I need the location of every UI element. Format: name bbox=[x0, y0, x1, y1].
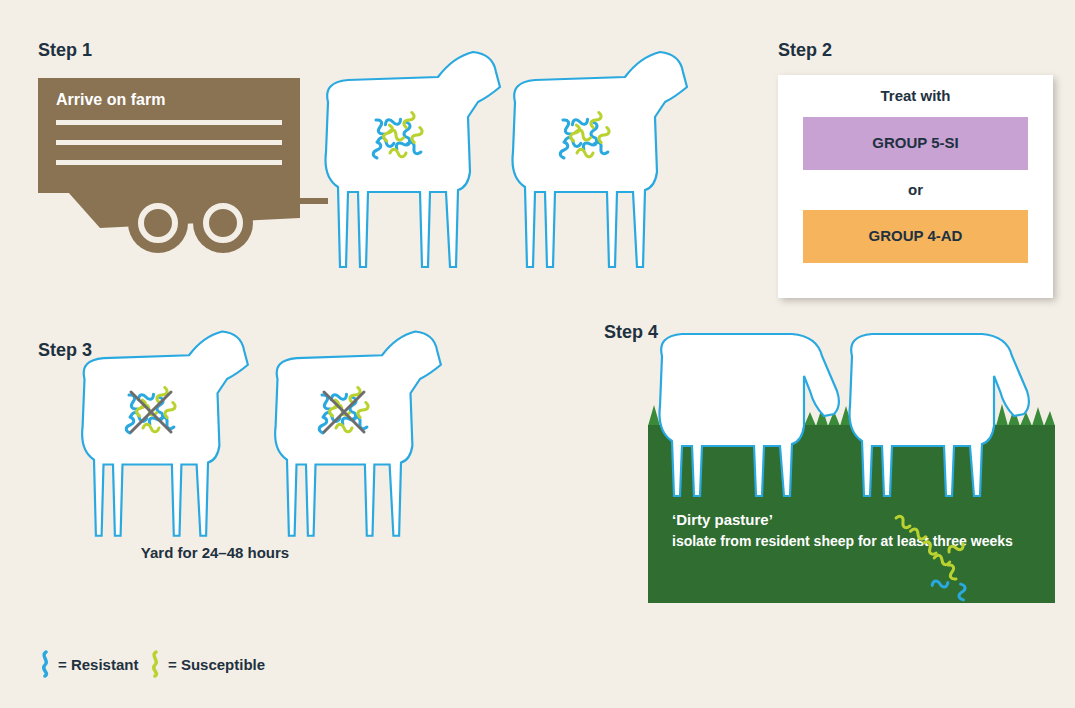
susceptible-worm bbox=[909, 528, 927, 541]
susceptible-worm bbox=[933, 554, 950, 565]
trailer: Arrive on farm bbox=[38, 78, 330, 258]
sheep bbox=[513, 52, 688, 267]
worm-cluster bbox=[126, 386, 177, 433]
worm-cluster bbox=[560, 111, 611, 158]
node-text: GROUP 4-AD bbox=[803, 227, 1028, 246]
node-text: or bbox=[778, 181, 1053, 200]
wheel bbox=[193, 193, 253, 253]
grazing-sheep bbox=[660, 334, 839, 496]
sheep-group bbox=[82, 332, 248, 536]
wheel-rim bbox=[141, 206, 175, 240]
susceptible-worm bbox=[947, 541, 965, 555]
pasture-field: ‘Dirty pasture’ isolate from resident she… bbox=[648, 425, 1055, 603]
node-text: isolate from resident sheep for at least… bbox=[672, 533, 1050, 551]
wheel bbox=[128, 193, 188, 253]
step-note: Yard for 24–48 hours bbox=[105, 544, 325, 562]
worm-cluster bbox=[319, 386, 370, 433]
grazing-sheep bbox=[850, 334, 1029, 496]
legend-swatch bbox=[38, 650, 52, 678]
treatment-box: GROUP 4-AD bbox=[803, 210, 1028, 263]
legend-worm bbox=[44, 652, 47, 676]
cross-line bbox=[324, 392, 364, 432]
sheep bbox=[275, 332, 441, 536]
worm-cluster bbox=[373, 111, 424, 158]
step-heading: Step 3 bbox=[38, 340, 92, 362]
susceptible-worm bbox=[945, 563, 959, 581]
susceptible-worm bbox=[921, 540, 938, 556]
resistant-worm bbox=[931, 579, 948, 589]
sheep bbox=[82, 332, 248, 536]
trailer-body bbox=[38, 78, 300, 193]
node-text: Treat with bbox=[778, 87, 1053, 106]
legend-text: = Susceptible bbox=[168, 656, 265, 673]
trailer-slat bbox=[56, 140, 282, 145]
cross-line bbox=[131, 392, 171, 432]
node-text: Arrive on farm bbox=[56, 90, 296, 110]
sheep-group bbox=[275, 332, 441, 536]
pasture-worms bbox=[894, 515, 967, 601]
node-text: GROUP 5-SI bbox=[803, 134, 1028, 153]
wheel-rim bbox=[206, 206, 240, 240]
cross-line bbox=[131, 392, 171, 432]
sheep bbox=[326, 52, 501, 267]
legend-item: = Susceptible bbox=[148, 650, 265, 678]
legend-item: = Resistant bbox=[38, 650, 138, 678]
cross-mark bbox=[131, 392, 364, 432]
susceptible-worm bbox=[894, 515, 912, 529]
step-heading: Step 2 bbox=[778, 40, 832, 62]
step-heading: Step 4 bbox=[604, 322, 658, 344]
step-heading: Step 1 bbox=[38, 40, 92, 62]
legend-worm bbox=[154, 652, 157, 676]
treatment-box: Treat with or GROUP 5-SI GROUP 4-AD bbox=[778, 75, 1053, 298]
trailer-hitch bbox=[298, 198, 328, 204]
trailer-slat bbox=[56, 160, 282, 165]
cross-line bbox=[324, 392, 364, 432]
legend-text: = Resistant bbox=[58, 656, 138, 673]
node-text: ‘Dirty pasture’ bbox=[672, 511, 1042, 530]
legend-swatch bbox=[148, 650, 162, 678]
treatment-box: GROUP 5-SI bbox=[803, 117, 1028, 170]
resistant-worm bbox=[957, 583, 967, 600]
trailer-slat bbox=[56, 120, 282, 125]
